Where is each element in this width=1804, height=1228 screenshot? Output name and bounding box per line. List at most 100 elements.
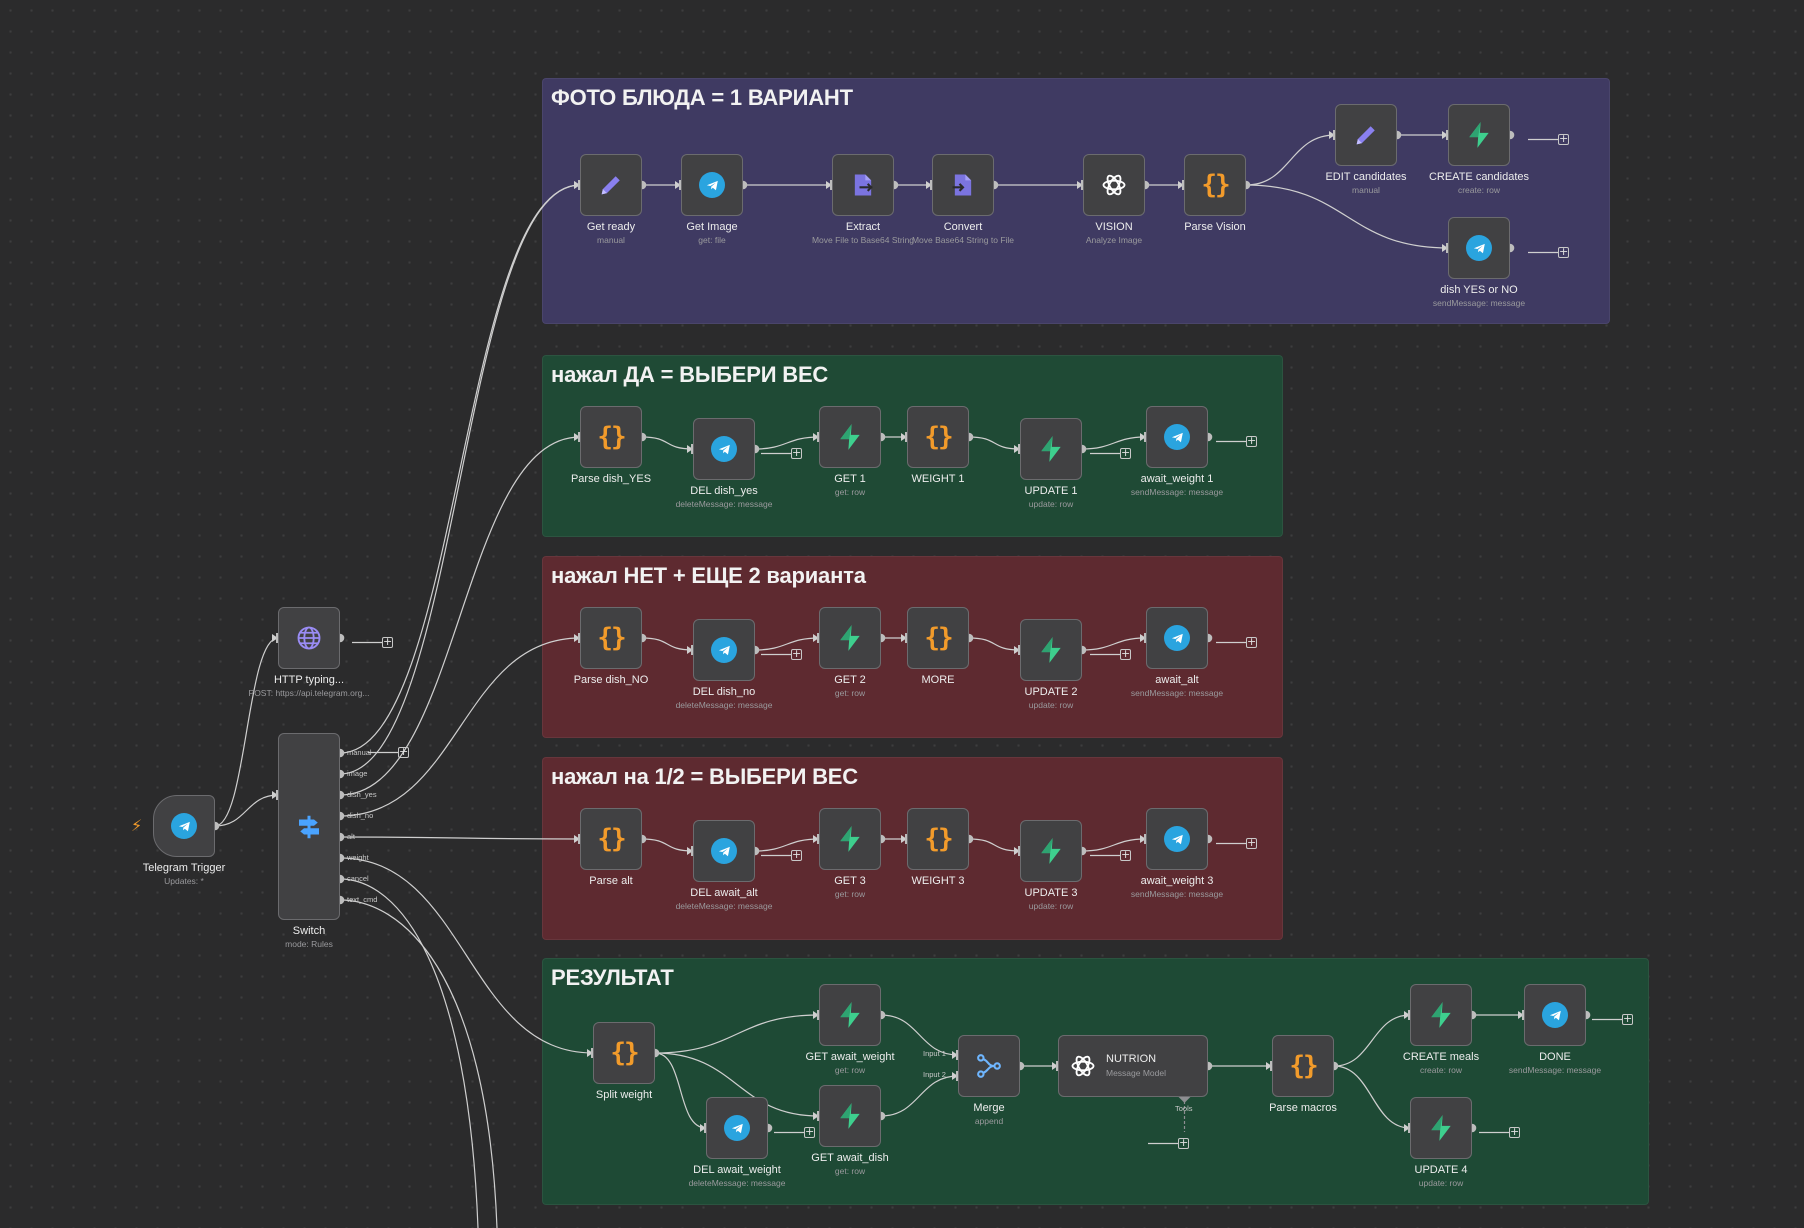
add-node-button[interactable]: +: [1120, 848, 1131, 861]
node-box[interactable]: [278, 607, 340, 669]
add-node-button[interactable]: +: [804, 1125, 815, 1138]
node-box[interactable]: [1020, 418, 1082, 480]
node-box[interactable]: {}: [593, 1022, 655, 1084]
add-node-button[interactable]: +: [1246, 836, 1257, 849]
add-node-button[interactable]: +: [1622, 1012, 1633, 1025]
node-box[interactable]: [1410, 984, 1472, 1046]
node-weight1[interactable]: {}WEIGHT 1: [907, 406, 969, 485]
connection-wire[interactable]: [339, 899, 498, 1228]
add-node-button[interactable]: +: [791, 446, 802, 459]
add-node-button[interactable]: +: [791, 848, 802, 861]
node-box[interactable]: [1146, 808, 1208, 870]
node-box[interactable]: [832, 154, 894, 216]
node-box[interactable]: [1524, 984, 1586, 1046]
node-box[interactable]: {}: [580, 808, 642, 870]
node-box[interactable]: {}: [1184, 154, 1246, 216]
add-node-button[interactable]: +: [1246, 434, 1257, 447]
node-box[interactable]: [693, 820, 755, 882]
node-box[interactable]: [819, 406, 881, 468]
node-box[interactable]: [693, 418, 755, 480]
add-node-button[interactable]: +: [791, 647, 802, 660]
connection-wire[interactable]: [214, 794, 279, 827]
add-node-button[interactable]: +: [1246, 635, 1257, 648]
node-weight3[interactable]: {}WEIGHT 3: [907, 808, 969, 887]
add-node-button[interactable]: +: [1558, 245, 1569, 258]
node-box[interactable]: [819, 607, 881, 669]
node-parseyes[interactable]: {}Parse dish_YES: [571, 406, 651, 485]
node-box[interactable]: [706, 1097, 768, 1159]
node-parsealt[interactable]: {}Parse alt: [580, 808, 642, 887]
node-box[interactable]: [1146, 406, 1208, 468]
node-box[interactable]: [1020, 820, 1082, 882]
add-node-button[interactable]: +: [1558, 132, 1569, 145]
node-http[interactable]: HTTP typing...POST: https://api.telegram…: [249, 607, 369, 698]
node-splitweight[interactable]: {}Split weight: [593, 1022, 655, 1101]
node-box[interactable]: [693, 619, 755, 681]
node-box[interactable]: [819, 984, 881, 1046]
connection-wire[interactable]: [214, 637, 279, 827]
node-box[interactable]: [681, 154, 743, 216]
node-parsevision[interactable]: {}Parse Vision: [1184, 154, 1246, 233]
node-parseno[interactable]: {}Parse dish_NO: [574, 607, 648, 686]
add-node-button[interactable]: +: [398, 745, 409, 758]
node-box[interactable]: [1146, 607, 1208, 669]
node-box[interactable]: [1410, 1097, 1472, 1159]
add-node-button[interactable]: +: [382, 635, 393, 648]
node-box[interactable]: [1058, 1035, 1208, 1097]
add-node-button[interactable]: +: [1120, 446, 1131, 459]
node-box[interactable]: {}: [907, 607, 969, 669]
add-node-button[interactable]: +: [1178, 1136, 1189, 1149]
node-box[interactable]: [1448, 104, 1510, 166]
node-box[interactable]: [1020, 619, 1082, 681]
node-parsemacros[interactable]: {}Parse macros: [1269, 1035, 1337, 1114]
add-node-button[interactable]: +: [1509, 1125, 1520, 1138]
node-box[interactable]: {}: [1272, 1035, 1334, 1097]
node-box[interactable]: {}: [580, 406, 642, 468]
node-box[interactable]: [1083, 154, 1145, 216]
node-box[interactable]: [580, 154, 642, 216]
node-box[interactable]: {}: [907, 406, 969, 468]
node-box[interactable]: [153, 795, 215, 857]
node-box[interactable]: [819, 1085, 881, 1147]
connection-wire[interactable]: [339, 878, 479, 1228]
node-box[interactable]: {}: [907, 808, 969, 870]
node-more[interactable]: {}MORE: [907, 607, 969, 686]
node-box[interactable]: [932, 154, 994, 216]
node-box[interactable]: {}: [580, 607, 642, 669]
node-box[interactable]: [278, 733, 340, 920]
node-box[interactable]: [958, 1035, 1020, 1097]
add-node-button[interactable]: +: [1120, 647, 1131, 660]
node-box[interactable]: [819, 808, 881, 870]
node-box[interactable]: [1448, 217, 1510, 279]
